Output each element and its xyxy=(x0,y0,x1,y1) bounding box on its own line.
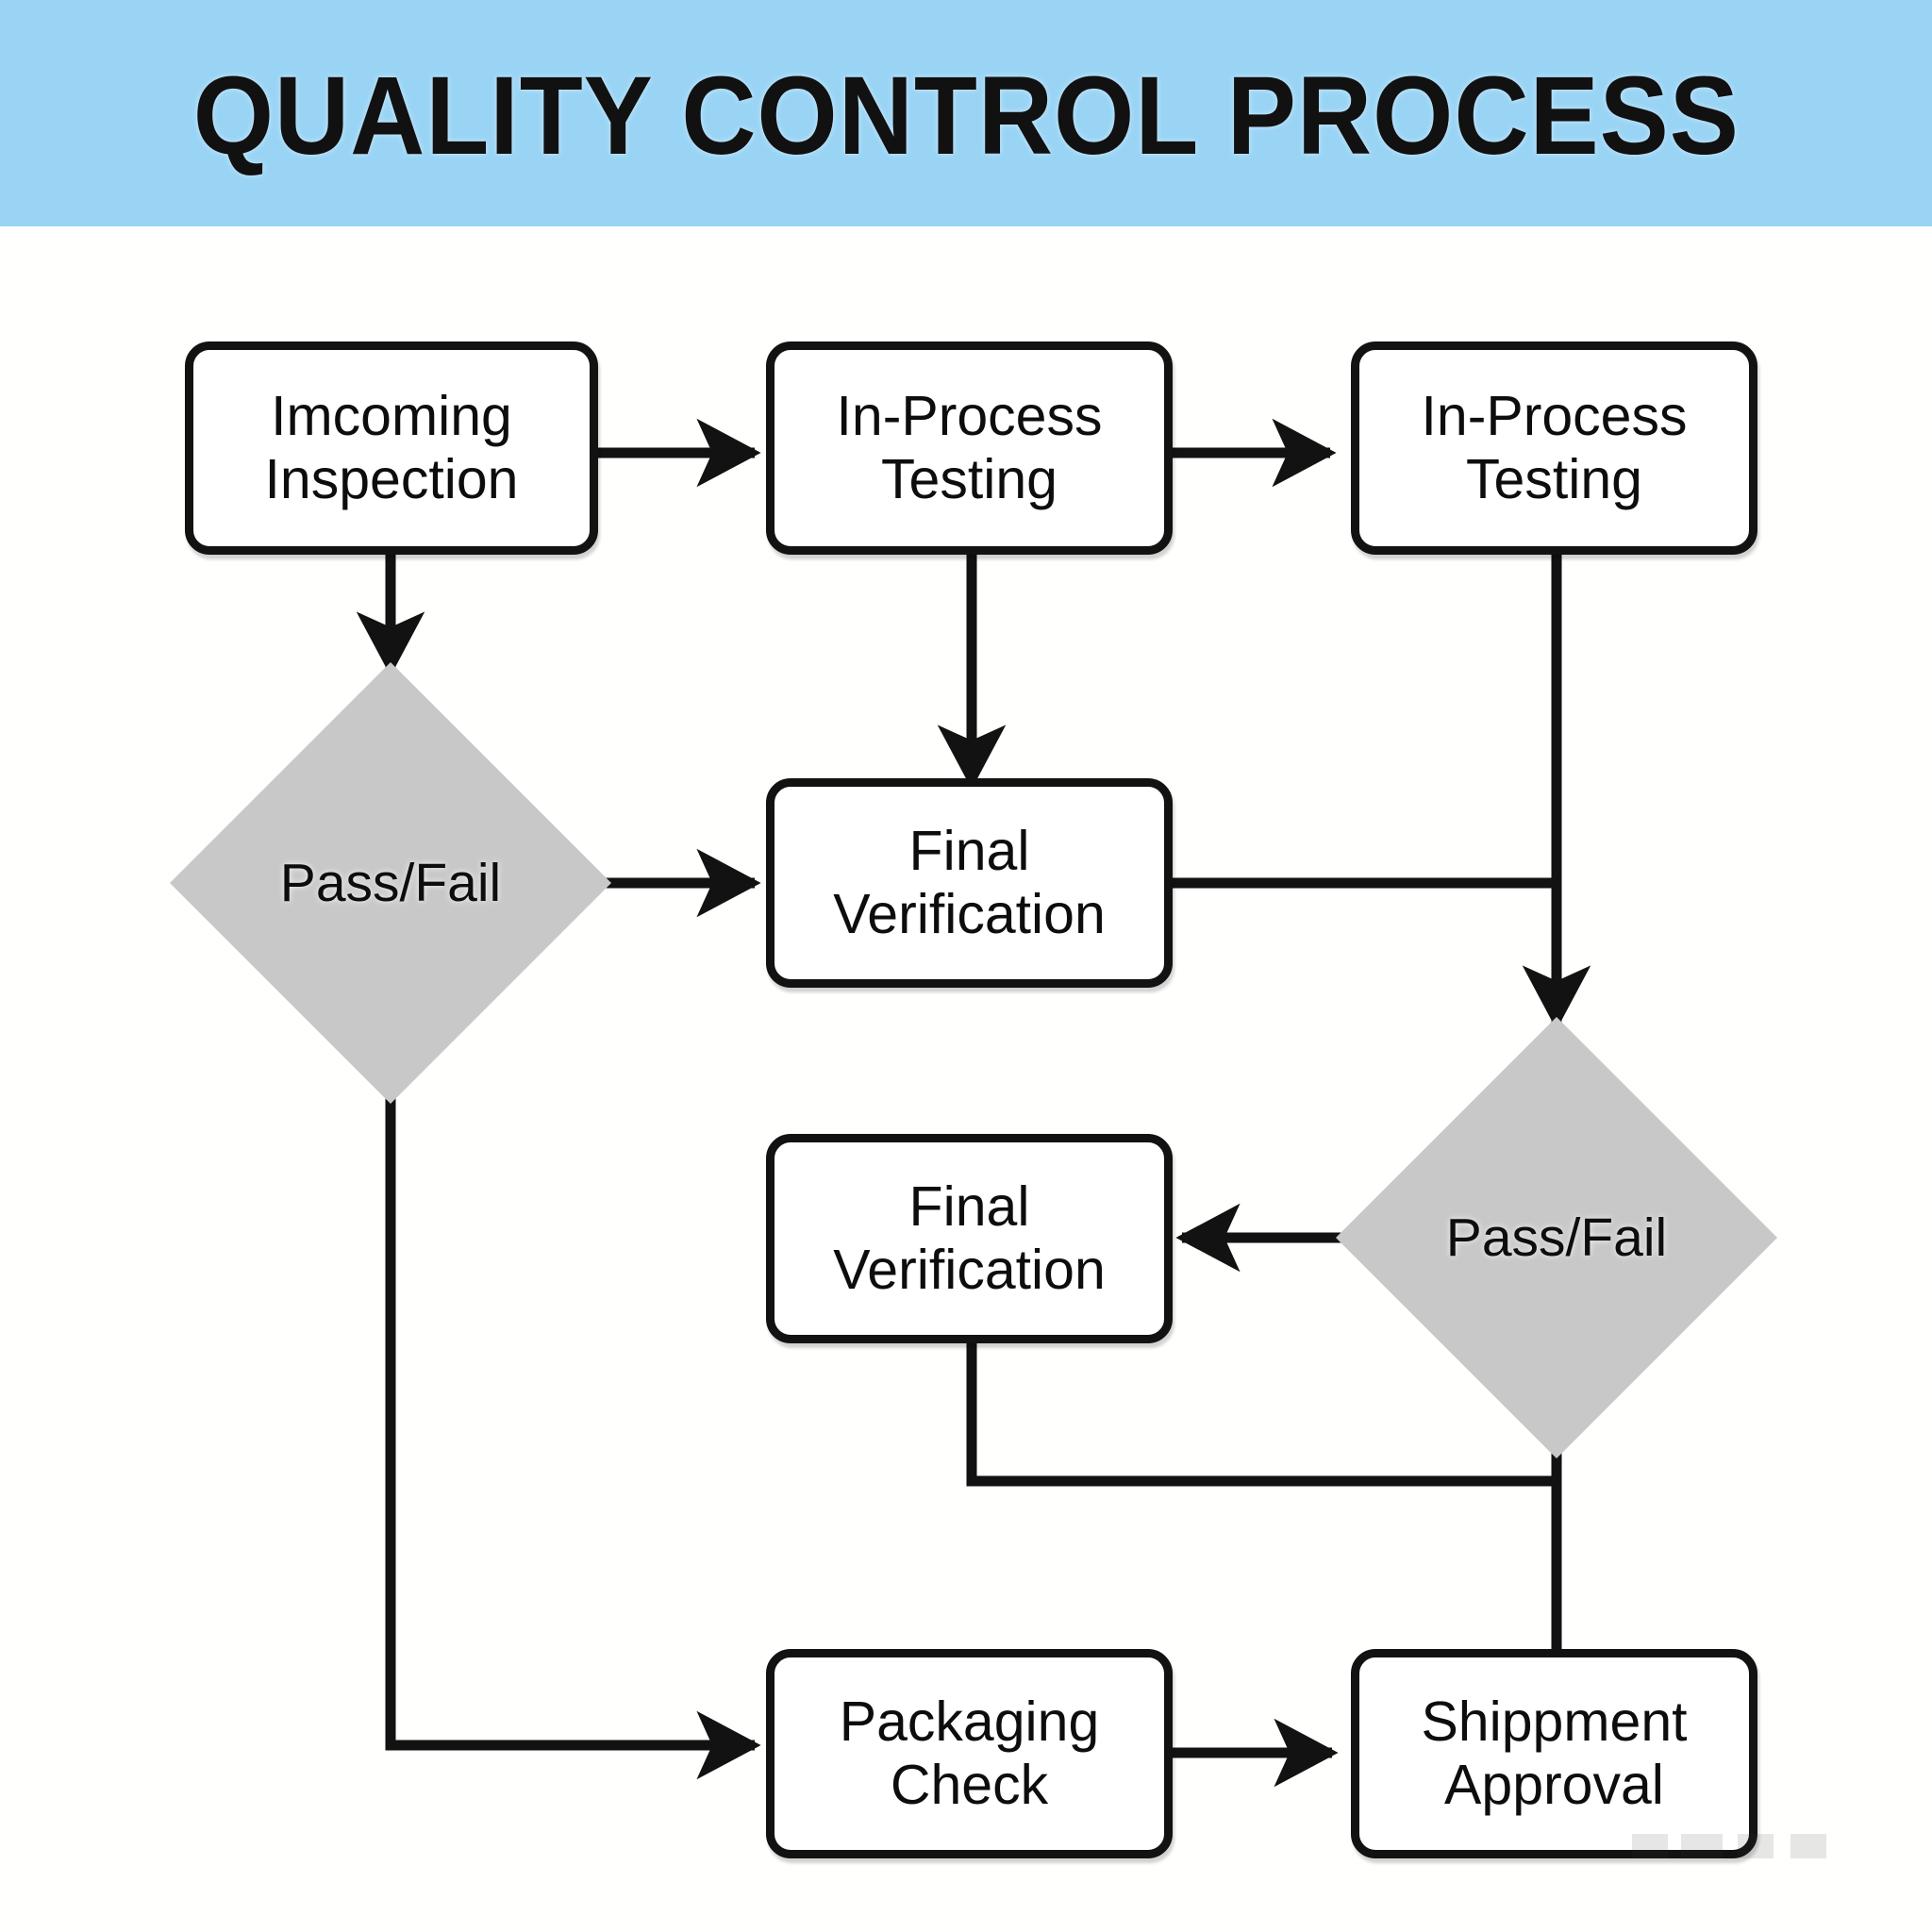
page-title: QUALITY CONTROL PROCESS xyxy=(192,54,1740,178)
node-label-pass-fail-2: Pass/Fail xyxy=(1445,1207,1668,1268)
node-packaging-check[interactable]: Packaging Check xyxy=(766,1649,1173,1858)
edge-passfail1-to-packaging xyxy=(385,1087,761,1780)
node-shipment-approval[interactable]: Shippment Approval xyxy=(1351,1649,1757,1858)
node-label-in-process-testing-2: In-Process Testing xyxy=(1421,385,1688,510)
node-label-shipment-approval: Shippment Approval xyxy=(1421,1690,1688,1816)
node-label-final-verification-1: Final Verification xyxy=(833,820,1106,945)
node-pass-fail-1[interactable]: Pass/Fail xyxy=(170,662,611,1104)
node-final-verification-2[interactable]: Final Verification xyxy=(766,1134,1173,1343)
node-label-incoming-inspection: Imcoming Inspection xyxy=(264,385,519,510)
node-final-verification-1[interactable]: Final Verification xyxy=(766,778,1173,988)
node-label-final-verification-2: Final Verification xyxy=(833,1175,1106,1301)
node-label-packaging-check: Packaging Check xyxy=(839,1690,1100,1816)
edge-layer xyxy=(356,418,1591,1788)
node-pass-fail-2[interactable]: Pass/Fail xyxy=(1336,1017,1777,1458)
edge-finalverif2-to-trunk xyxy=(966,1340,1557,1487)
watermark-artifact xyxy=(1632,1834,1868,1858)
node-in-process-testing-2[interactable]: In-Process Testing xyxy=(1351,341,1757,555)
flowchart-canvas: Imcoming Inspection In-Process Testing I… xyxy=(0,226,1932,1932)
node-label-pass-fail-1: Pass/Fail xyxy=(279,852,502,913)
node-incoming-inspection[interactable]: Imcoming Inspection xyxy=(185,341,598,555)
header-banner: QUALITY CONTROL PROCESS xyxy=(0,0,1932,226)
node-label-in-process-testing-1: In-Process Testing xyxy=(836,385,1103,510)
node-in-process-testing-1[interactable]: In-Process Testing xyxy=(766,341,1173,555)
